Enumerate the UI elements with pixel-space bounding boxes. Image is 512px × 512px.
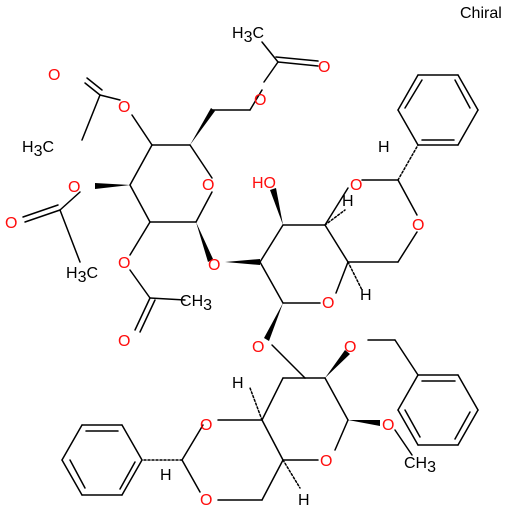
- label-ch3-c2: CH3: [180, 293, 212, 314]
- label-o-c4-carbonyl: O: [48, 67, 60, 84]
- c6-acetate: [190, 41, 319, 145]
- ring-bottom-sugar: [181, 339, 419, 501]
- c4-acetate: [81, 77, 153, 146]
- label-o-ring-bot: O: [320, 453, 332, 470]
- label-o-c2-ester: O: [118, 255, 130, 272]
- label-o-methoxy: O: [382, 417, 394, 434]
- phenyl-top: [397, 74, 479, 181]
- label-o-c3-ester: O: [68, 179, 80, 196]
- label-o-benzyl: O: [344, 339, 356, 356]
- c3-acetate: [22, 183, 130, 263]
- label-o-acetal-2: O: [412, 217, 424, 234]
- label-o-ring-1: O: [202, 177, 214, 194]
- ring-acetyl-sugar: [129, 144, 213, 223]
- glycosidic-link-2: [264, 303, 306, 379]
- label-h-c4-mid: H: [342, 193, 354, 210]
- phenyl-bottom: [61, 424, 183, 496]
- chiral-annotation: Chiral: [460, 5, 502, 22]
- label-ch3-methoxy: CH3: [404, 455, 436, 476]
- label-o-acetal-1: O: [350, 177, 362, 194]
- label-o-glyco-1: O: [208, 257, 220, 274]
- label-o-acetal-4: O: [200, 492, 212, 509]
- label-c-ch3-top: H3C: [232, 25, 264, 46]
- ring-middle-sugar: [259, 179, 418, 304]
- label-o-c3-carbonyl: O: [5, 215, 17, 232]
- label-h-acetal-top: H: [378, 139, 390, 156]
- label-h-c5-mid: H: [360, 287, 372, 304]
- label-o-acetal-3: O: [200, 417, 212, 434]
- label-o-glyco-2: O: [252, 339, 264, 356]
- label-h-acetal-bot: H: [160, 467, 172, 484]
- glycosidic-link-1: [196, 222, 260, 265]
- label-ch3-c3: H3C: [66, 265, 98, 286]
- atom-labels: H3C O O O O H3C O O H3C O O CH3 O O HO H…: [5, 25, 436, 509]
- phenyl-benzyl: [397, 374, 479, 446]
- label-o-c2-carbonyl: O: [118, 333, 130, 350]
- label-h-c5-bot: H: [298, 492, 310, 509]
- label-h-c3-bot: H: [232, 375, 244, 392]
- label-hydroxyl: HO: [252, 175, 276, 192]
- label-o-c4-ester: O: [118, 99, 130, 116]
- label-ch3-c4: H3C: [22, 139, 54, 160]
- label-o-c6-ester: O: [254, 92, 266, 109]
- c2-acetate: [129, 221, 186, 333]
- label-o-ring-c6-carbonyl: O: [318, 59, 330, 76]
- label-o-ring-mid: O: [322, 295, 334, 312]
